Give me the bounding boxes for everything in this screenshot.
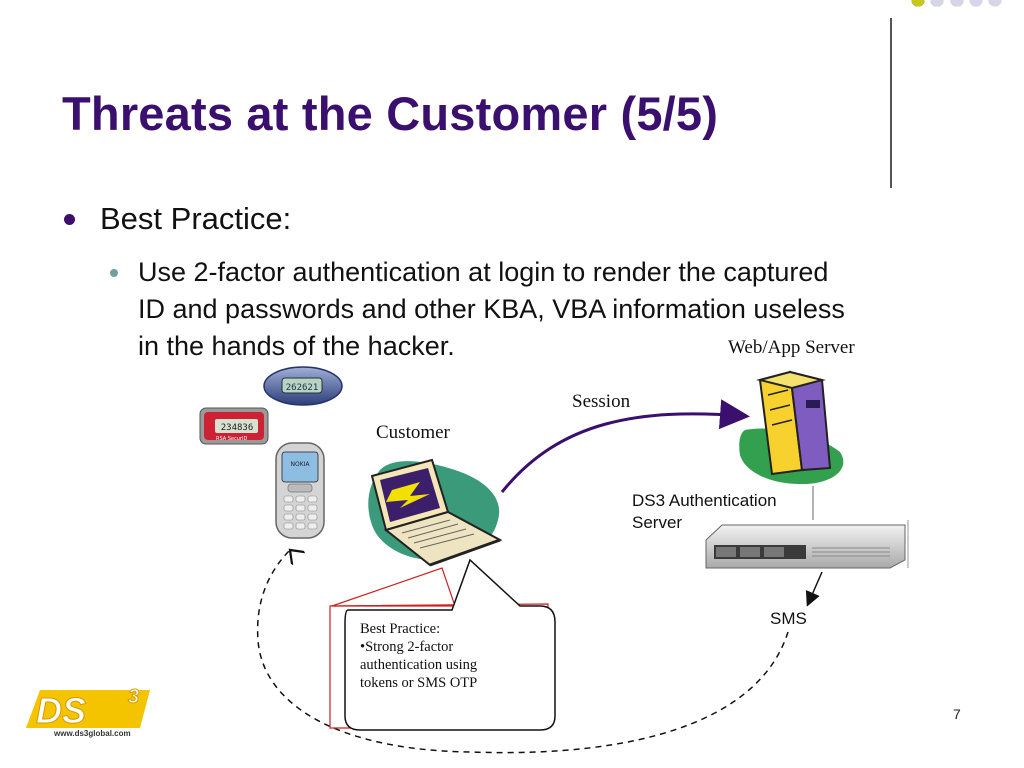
- session-arrow: [500, 399, 750, 493]
- callout-pointer-red: [331, 567, 456, 607]
- sub-bullet-line: Use 2-factor authentication at login to …: [138, 257, 829, 287]
- sub-bullet-marker: [110, 269, 118, 277]
- callout-line: •Strong 2-factor: [360, 639, 454, 655]
- decorative-dot: [950, 0, 964, 7]
- logo-superscript: 3: [128, 686, 139, 708]
- decorative-dot: [969, 0, 983, 7]
- ds3-auth-server-label: DS3 Authentication Server: [632, 490, 822, 534]
- decorative-dot: [988, 0, 1002, 7]
- sub-bullet-text: Use 2-factor authentication at login to …: [138, 254, 978, 365]
- laptop-icon: [368, 458, 503, 567]
- divider-line: [890, 18, 892, 188]
- ds3-auth-server-label-line: Server: [632, 513, 683, 532]
- callout-box: [344, 558, 556, 731]
- ds3-logo: DS 3: [26, 686, 150, 732]
- callout-line: authentication using: [360, 657, 478, 673]
- callout-text: Best Practice: •Strong 2-factor authenti…: [360, 620, 550, 692]
- phone-brand-label: NOKIA: [290, 461, 310, 468]
- web-app-server-icon: [739, 370, 844, 485]
- token-display-value: 262621: [286, 383, 319, 393]
- rsa-display-value: 234836: [221, 423, 254, 433]
- decorative-dot: [911, 0, 925, 7]
- decorative-dot-grid: [911, 0, 1002, 7]
- decorative-dot: [930, 0, 944, 7]
- logo-url: www.ds3global.com: [54, 729, 131, 738]
- rsa-token-icon: 234836 RSA SecurID: [199, 407, 269, 445]
- rack-server-icon: [705, 524, 906, 569]
- page-number: 7: [953, 706, 961, 722]
- mobile-phone-icon: NOKIA: [275, 442, 325, 539]
- callout-line: Best Practice:: [360, 621, 441, 637]
- logo-text: DS: [36, 690, 86, 731]
- sub-bullet-line: in the hands of the hacker.: [138, 331, 455, 361]
- session-label: Session: [572, 391, 631, 412]
- web-app-server-label: Web/App Server: [728, 337, 855, 358]
- ds3-auth-server-label-line: DS3 Authentication: [632, 491, 777, 510]
- bullet-best-practice: Best Practice:: [100, 201, 292, 236]
- sms-label: SMS: [770, 609, 807, 628]
- rsa-brand-label: RSA SecurID: [216, 436, 247, 442]
- token-device-icon: 262621: [263, 366, 343, 406]
- sub-bullet-line: ID and passwords and other KBA, VBA info…: [138, 294, 845, 324]
- slide-title: Threats at the Customer (5/5): [62, 87, 719, 140]
- bullet-marker: [64, 214, 75, 225]
- callout-line: tokens or SMS OTP: [360, 675, 478, 691]
- customer-label: Customer: [376, 422, 450, 443]
- otp-delivery-dashed-arrow: [256, 550, 789, 754]
- sms-arrow: [805, 571, 823, 607]
